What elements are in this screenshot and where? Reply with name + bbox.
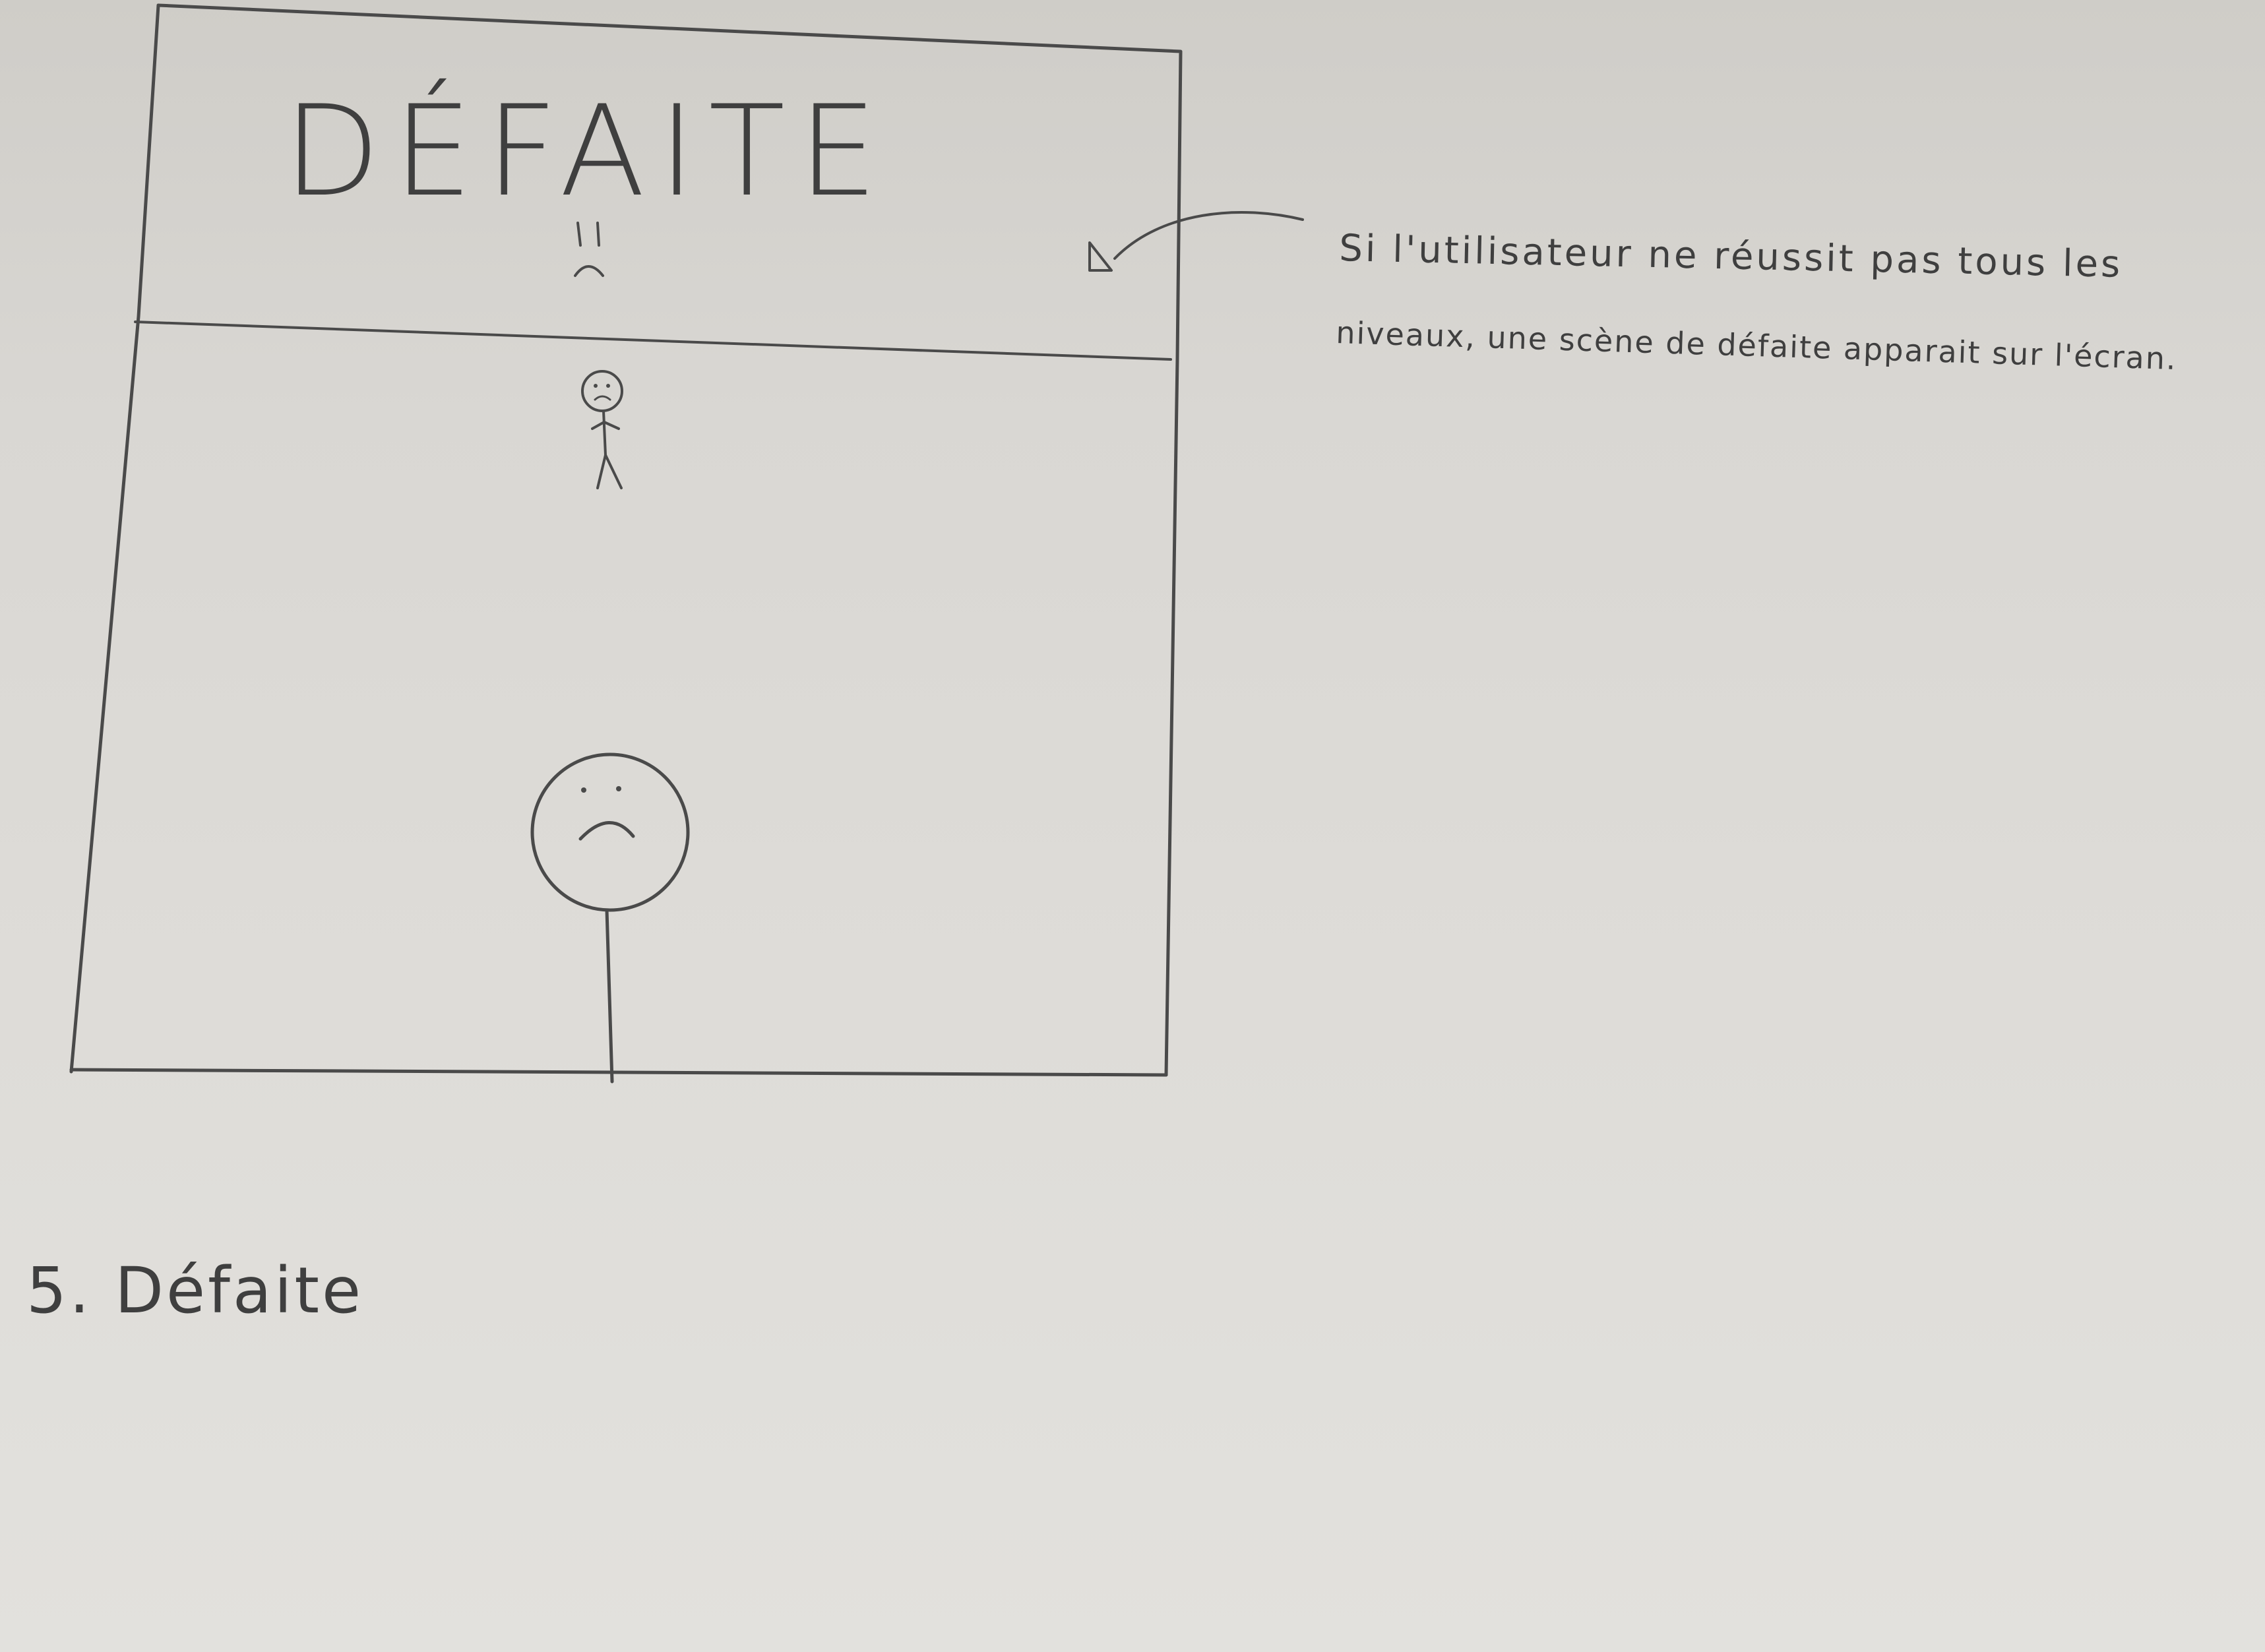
annotation-line-2: niveaux, une scène de défaite apparait s… xyxy=(1336,315,2178,377)
sketch-caption: 5. Défaite xyxy=(26,1254,363,1328)
annotation-text: Si l'utilisateur ne réussit pas tous les… xyxy=(1336,227,2178,377)
annotation-arrow xyxy=(1088,211,1304,272)
large-sad-figure xyxy=(530,752,690,1084)
screen-frame xyxy=(69,3,1183,1077)
screen-title: DÉFAITE xyxy=(284,78,890,224)
worried-face-icon xyxy=(574,222,604,277)
small-stick-figure xyxy=(581,370,623,489)
annotation-line-1: Si l'utilisateur ne réussit pas tous les xyxy=(1339,227,2123,286)
